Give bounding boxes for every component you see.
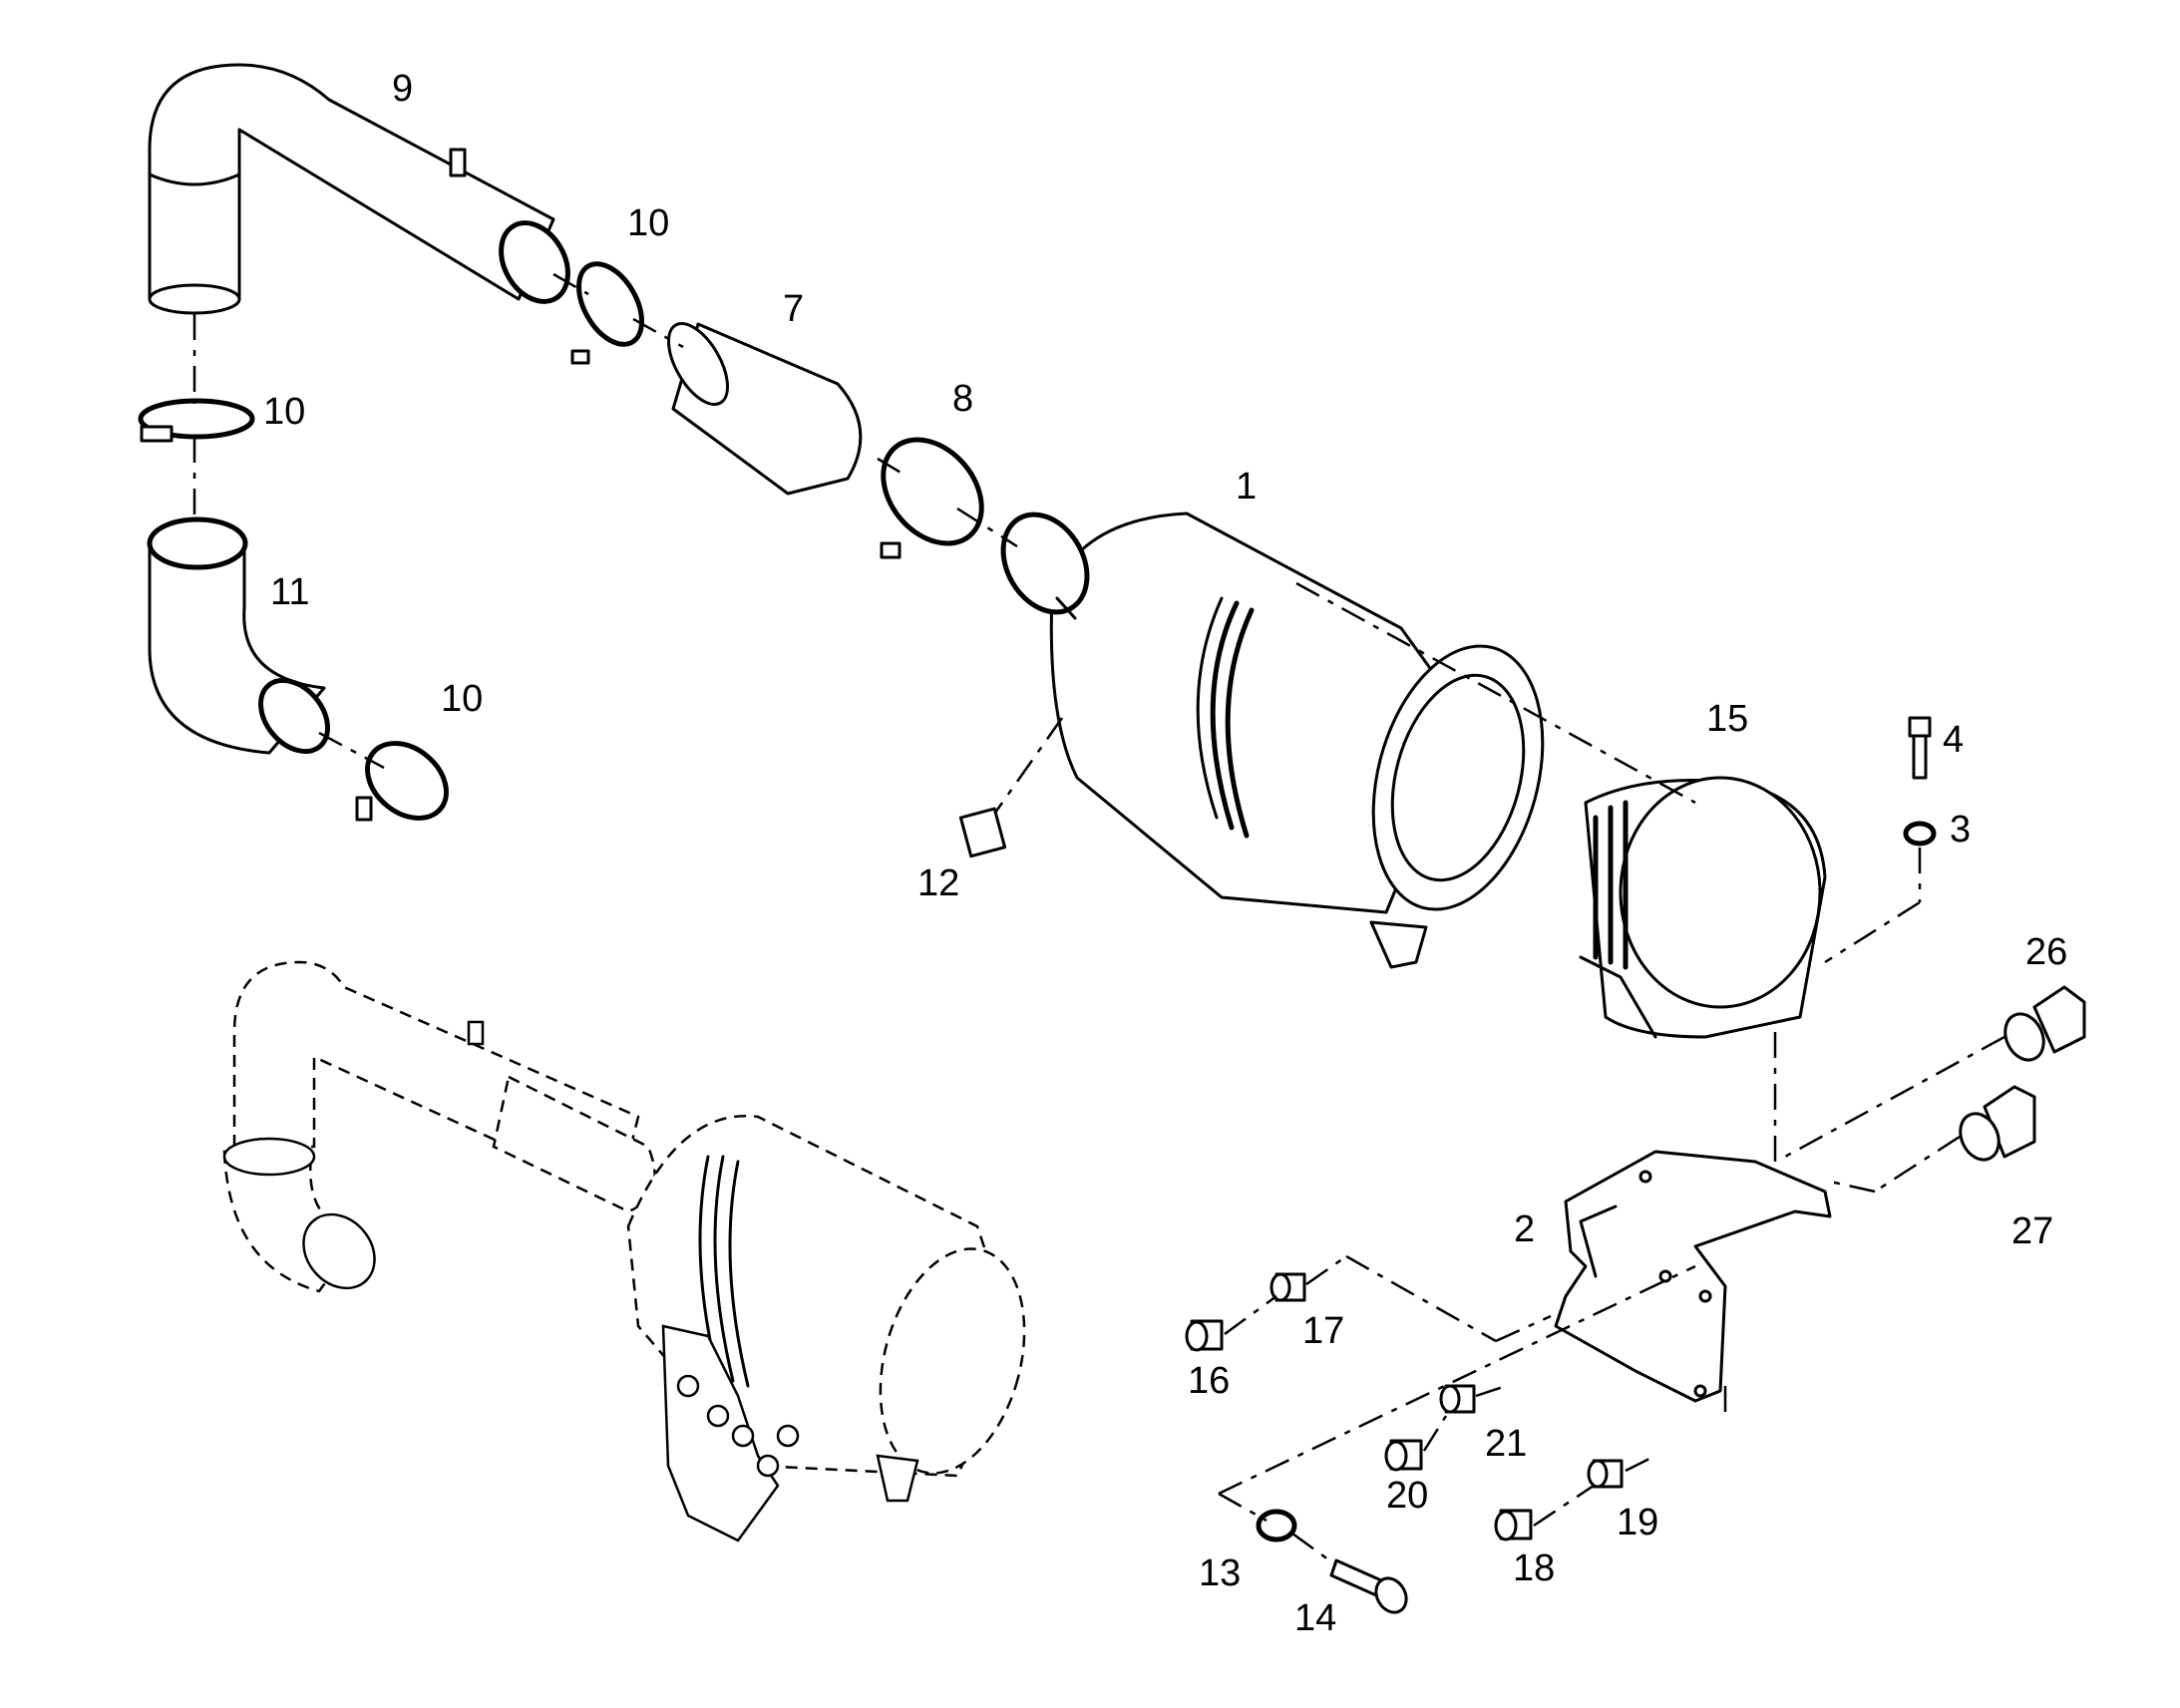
callout-3: 3 <box>1950 809 1971 851</box>
part-3-washer <box>1903 821 1937 847</box>
assembled-view <box>222 960 1026 1542</box>
part-7-hose <box>667 322 863 496</box>
part-21-fitting <box>1439 1384 1476 1414</box>
part-14-bolt <box>1329 1558 1408 1614</box>
part-20-fitting <box>1384 1439 1423 1472</box>
callout-1: 1 <box>1236 466 1257 508</box>
part-18-fitting <box>1494 1509 1533 1541</box>
part-10-clamp-left <box>138 398 255 443</box>
part-26-elbow-fitting <box>2003 985 2086 1062</box>
part-17-fitting <box>1270 1272 1306 1302</box>
part-8-clamp <box>880 437 984 559</box>
callout-27: 27 <box>2011 1210 2053 1252</box>
callout-11: 11 <box>270 571 309 613</box>
part-19-fitting <box>1587 1459 1624 1489</box>
part-4-bolt <box>1908 716 1932 780</box>
callout-9: 9 <box>392 68 413 110</box>
callout-10: 10 <box>441 678 483 720</box>
part-13-washer <box>1256 1509 1297 1542</box>
part-1-air-filter-housing <box>1000 512 1545 969</box>
part-12-valve <box>958 807 1007 858</box>
callout-26: 26 <box>2025 931 2067 973</box>
part-10-clamp-lower <box>355 741 449 822</box>
callout-17: 17 <box>1302 1310 1344 1352</box>
callout-12: 12 <box>917 862 959 904</box>
part-2-mounting-bracket <box>1554 1150 1832 1403</box>
part-11-elbow <box>147 516 330 755</box>
assembly-lines <box>192 272 2005 1567</box>
callout-10: 10 <box>627 202 669 244</box>
callout-14: 14 <box>1294 1597 1336 1639</box>
callout-19: 19 <box>1617 1502 1658 1543</box>
part-9-elbow-pipe <box>148 63 570 315</box>
callout-21: 21 <box>1485 1423 1527 1465</box>
callout-7: 7 <box>783 288 804 330</box>
callout-20: 20 <box>1386 1475 1428 1517</box>
part-16-fitting <box>1185 1319 1224 1352</box>
callout-18: 18 <box>1513 1547 1555 1589</box>
callout-15: 15 <box>1706 698 1748 740</box>
callout-labels: 9 10 10 10 7 8 1 11 12 15 4 3 26 27 2 17… <box>263 68 2067 1639</box>
callout-13: 13 <box>1199 1552 1241 1594</box>
callout-16: 16 <box>1188 1360 1230 1402</box>
callout-10: 10 <box>263 391 305 433</box>
callout-2: 2 <box>1514 1208 1535 1250</box>
callout-8: 8 <box>952 378 973 420</box>
part-15-band-bracket <box>1579 776 1827 1039</box>
part-27-elbow-fitting <box>1959 1085 2036 1162</box>
part-10-clamp-upper <box>570 261 644 365</box>
callout-4: 4 <box>1943 719 1964 761</box>
